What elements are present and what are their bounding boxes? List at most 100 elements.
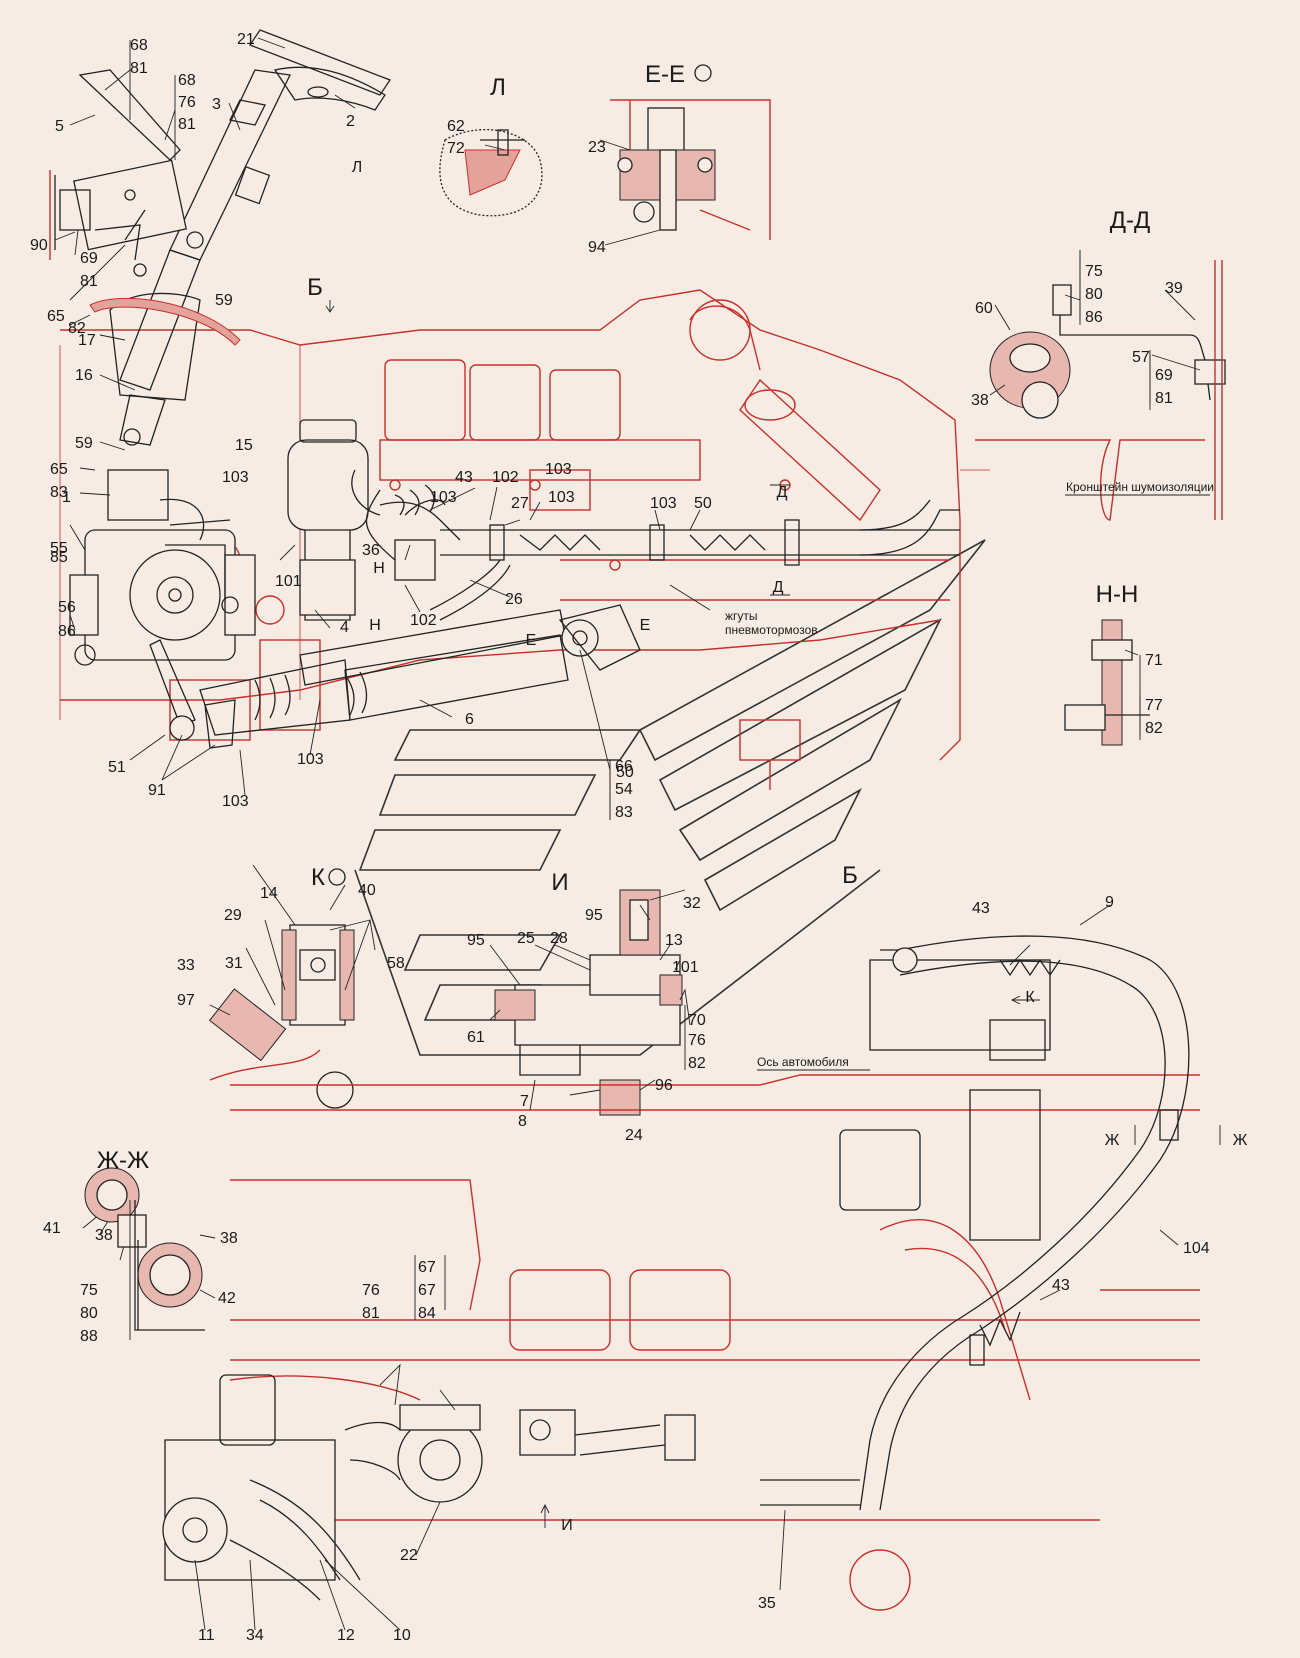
- power-cylinder: [199, 604, 641, 749]
- pressure-line-top: [351, 469, 960, 621]
- callout: 16: [75, 367, 93, 384]
- callout: 43: [972, 900, 990, 917]
- callout: 39: [1165, 280, 1183, 297]
- callout: 65: [47, 308, 65, 325]
- callout: 103: [548, 489, 575, 506]
- callout: 95: [585, 907, 603, 924]
- callout: 26: [505, 591, 523, 608]
- callout: 69: [1155, 367, 1173, 384]
- callout: 43: [1052, 1277, 1070, 1294]
- callout: 7: [520, 1093, 529, 1110]
- callout: 81: [178, 116, 196, 133]
- callout-brackets: [129, 250, 1151, 1340]
- callout: 97: [177, 992, 195, 1009]
- callout: 38: [971, 392, 989, 409]
- callout: 38: [95, 1227, 113, 1244]
- callout: 104: [1183, 1240, 1210, 1257]
- callout: 88: [80, 1328, 98, 1345]
- air-tank-and-valves: [287, 419, 461, 621]
- callout: 81: [80, 273, 98, 290]
- return-hose-lower: [760, 935, 1190, 1511]
- callout: 103: [545, 461, 572, 478]
- callout: 34: [246, 1627, 264, 1644]
- callout: 67: [418, 1282, 436, 1299]
- watermark-logo: [354, 539, 986, 1056]
- callout: 82: [1145, 720, 1163, 737]
- callout: 76: [362, 1282, 380, 1299]
- callout: 67: [418, 1259, 436, 1276]
- callout: 60: [975, 300, 993, 317]
- callout: 68: [130, 37, 148, 54]
- callout: 75: [80, 1282, 98, 1299]
- section-zhzh-detail: [84, 1167, 205, 1331]
- callout: 95: [467, 932, 485, 949]
- callout: 59: [75, 435, 93, 452]
- section-l-title: Л: [490, 74, 506, 101]
- section-zhzh-title: Ж-Ж: [97, 1147, 149, 1174]
- section-mark: Ж: [1233, 1132, 1248, 1149]
- section-l-detail: [439, 128, 543, 217]
- callout: 103: [222, 469, 249, 486]
- section-i-detail: [494, 889, 683, 1116]
- callout: 32: [683, 895, 701, 912]
- callout: 29: [224, 907, 242, 924]
- callout: 28: [550, 930, 568, 947]
- callout: 14: [260, 885, 278, 902]
- callout: 68: [178, 72, 196, 89]
- callout: 66: [615, 758, 633, 775]
- callout: 86: [1085, 309, 1103, 326]
- callout: 96: [655, 1077, 673, 1094]
- callout: 80: [1085, 286, 1103, 303]
- callout: 86: [58, 623, 76, 640]
- callout: 27: [511, 495, 529, 512]
- axis-note: Ось автомобиля: [757, 1055, 849, 1069]
- callout: 77: [1145, 697, 1163, 714]
- callout: 50: [616, 764, 634, 781]
- section-marks: Д Д Н Н Е Е Л К И Ж Ж: [325, 159, 1248, 1534]
- callout: 38: [220, 1230, 238, 1247]
- bracket-note: Кронштейн шумоизоляции: [1066, 480, 1214, 494]
- callout: 35: [758, 1595, 776, 1612]
- callout: 50: [694, 495, 712, 512]
- callout: 54: [615, 781, 633, 798]
- callout: 83: [50, 484, 68, 501]
- harness-note-1: жгуты: [725, 609, 758, 623]
- section-i-title: И: [551, 869, 568, 896]
- section-ee-title: Е-Е: [645, 61, 685, 88]
- callout: 103: [650, 495, 677, 512]
- section-k-detail: [208, 924, 355, 1109]
- section-mark: Н: [369, 617, 381, 634]
- callout: 81: [1155, 390, 1173, 407]
- view-b-top-title: Б: [307, 274, 323, 301]
- callout: 57: [1132, 349, 1150, 366]
- callout: 81: [362, 1305, 380, 1322]
- section-mark: И: [561, 1517, 573, 1534]
- callout: 94: [588, 239, 606, 256]
- callout: 40: [358, 882, 376, 899]
- callout: 8: [518, 1113, 527, 1130]
- callout: 25: [517, 930, 535, 947]
- callout: 24: [625, 1127, 643, 1144]
- section-dd-detail: [975, 260, 1226, 521]
- callout: 82: [68, 320, 86, 337]
- callout: 84: [418, 1305, 436, 1322]
- callout: 4: [340, 619, 349, 636]
- callout: 21: [237, 31, 255, 48]
- callout: 71: [1145, 652, 1163, 669]
- callout: 15: [235, 437, 253, 454]
- callout: 22: [400, 1547, 418, 1564]
- section-mark: Л: [352, 159, 363, 176]
- callout: 17: [78, 332, 96, 349]
- callout: 2: [346, 113, 355, 130]
- steering-column-assembly: [49, 29, 391, 446]
- callout: 62: [447, 118, 465, 135]
- callout: 33: [177, 957, 195, 974]
- pump-and-reservoir: [162, 1374, 696, 1601]
- callout: 103: [430, 489, 457, 506]
- leader-lines: [54, 37, 1201, 1631]
- callout: 85: [50, 549, 68, 566]
- callout: 5: [55, 118, 64, 135]
- callout: 70: [688, 1012, 706, 1029]
- callout: 76: [688, 1032, 706, 1049]
